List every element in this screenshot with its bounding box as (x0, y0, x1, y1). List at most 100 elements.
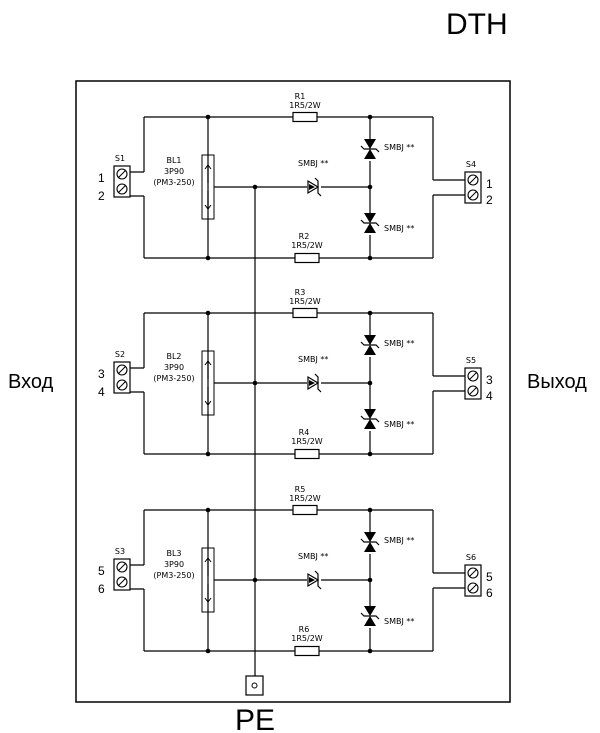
diode-bar (360, 145, 380, 153)
resistor-body (292, 111, 318, 123)
output-terminal-ref: S5 (466, 356, 476, 365)
resistor-value: 1R5/2W (291, 634, 323, 643)
resistor-body (294, 645, 320, 657)
diode-label: SMBJ ** (298, 552, 328, 561)
resistor-value: 1R5/2W (289, 494, 321, 503)
junction-dot (205, 310, 211, 316)
ground-label: PE (235, 704, 275, 733)
arrester-arrow (204, 597, 212, 603)
diode-triangle-lower (364, 345, 376, 355)
input-pin-number: 2 (98, 189, 105, 203)
arrester-type: 3P90 (164, 560, 184, 569)
resistor-body (292, 307, 318, 319)
diode-triangle-lower (364, 542, 376, 552)
screw-slot (469, 372, 477, 380)
diode-triangle-lower (364, 149, 376, 159)
arrester-type: 3P90 (164, 363, 184, 372)
resistor-value: 1R5/2W (291, 437, 323, 446)
resistor-value: 1R5/2W (289, 101, 321, 110)
resistor-value: 1R5/2W (289, 297, 321, 306)
screw-slot (469, 584, 477, 592)
input-pin-number: 4 (98, 385, 105, 399)
pe-terminal-body (245, 675, 264, 696)
output-pin-number: 2 (486, 193, 493, 207)
input-pin-number: 5 (98, 564, 105, 578)
diode-label: SMBJ ** (298, 159, 328, 168)
input-terminal-block (113, 558, 131, 591)
tvs-diode-icon (360, 213, 380, 233)
junction-dot (205, 648, 211, 654)
junction-dot (367, 310, 373, 316)
diode-bar (360, 538, 380, 546)
tvs-diode-icon (360, 335, 380, 355)
diode-triangle-upper (364, 532, 376, 542)
diode-fill (309, 380, 315, 386)
tvs-diode-icon (360, 532, 380, 552)
resistor-body (292, 504, 318, 516)
output-terminal-ref: S4 (466, 160, 476, 169)
diode-triangle-upper (364, 139, 376, 149)
output-terminal-block (464, 564, 482, 597)
junction-dot (367, 114, 373, 120)
tvs-diode-icon (360, 606, 380, 626)
arrester-arrow (204, 360, 212, 366)
diode-bar (314, 373, 322, 393)
resistor-ref: R2 (299, 232, 310, 241)
screw-slot (469, 569, 477, 577)
diode-label: SMBJ ** (384, 536, 414, 545)
diode-triangle-lower (364, 616, 376, 626)
output-pin-number: 4 (486, 389, 493, 403)
diode-triangle-lower (364, 223, 376, 233)
output-pin-number: 3 (486, 373, 493, 387)
arrester-arrow (204, 204, 212, 210)
enclosure-frame (75, 80, 511, 703)
diode-label: SMBJ ** (384, 617, 414, 626)
diode-label: SMBJ ** (384, 143, 414, 152)
diagram-title: DTH (446, 8, 508, 41)
resistor-ref: R4 (299, 428, 310, 437)
junction-dot (367, 648, 373, 654)
arrester-arrow (204, 164, 212, 170)
diode-bar (360, 612, 380, 620)
input-pin-number: 3 (98, 367, 105, 381)
diode-bar (360, 415, 380, 423)
diode-triangle-upper (364, 409, 376, 419)
resistor-ref: R5 (295, 485, 306, 494)
junction-dot (205, 255, 211, 261)
diode-bar (314, 177, 322, 197)
diode-triangle-upper (364, 606, 376, 616)
output-pin-number: 1 (486, 177, 493, 191)
screw-slot (118, 563, 126, 571)
diode-triangle-lower (364, 419, 376, 429)
resistor-value: 1R5/2W (291, 241, 323, 250)
resistor-ref: R3 (295, 288, 306, 297)
arrester-ref: BL1 (166, 156, 181, 165)
screw-slot (118, 185, 126, 193)
diode-fill (309, 184, 315, 190)
tvs-diode-icon (307, 373, 322, 393)
input-terminal-ref: S3 (115, 547, 125, 556)
output-pin-number: 6 (486, 586, 493, 600)
diode-label: SMBJ ** (298, 355, 328, 364)
diode-label: SMBJ ** (384, 339, 414, 348)
diode-label: SMBJ ** (384, 224, 414, 233)
input-label: Вход (8, 371, 54, 393)
input-terminal-block (113, 165, 131, 198)
tvs-diode-icon (360, 139, 380, 159)
arrester-arrow (204, 557, 212, 563)
screw-slot (118, 366, 126, 374)
input-terminal-ref: S2 (115, 350, 125, 359)
resistor-body (294, 252, 320, 264)
tvs-diode-icon (307, 177, 322, 197)
resistor-ref: R1 (295, 92, 306, 101)
pe-terminal (245, 675, 264, 696)
tvs-diode-icon (360, 409, 380, 429)
arrester-ref: BL2 (166, 352, 181, 361)
diode-label: SMBJ ** (384, 420, 414, 429)
resistor-body (294, 448, 320, 460)
junction-dot (205, 507, 211, 513)
